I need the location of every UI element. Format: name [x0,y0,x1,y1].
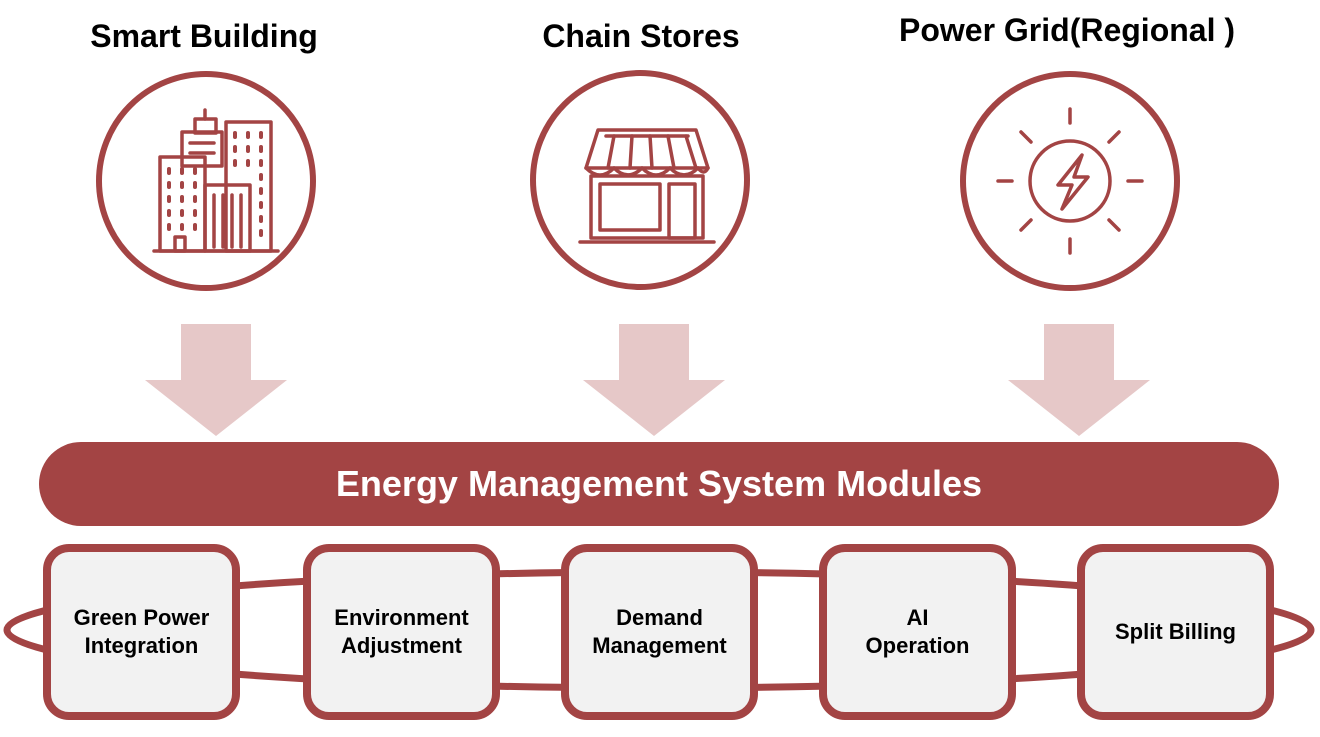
down-arrow-2 [583,324,725,436]
module-ai-operation: AI Operation [819,544,1016,720]
chain-stores-circle [530,70,750,290]
ems-modules-banner: Energy Management System Modules [39,442,1279,526]
module-label: AI Operation [865,605,970,658]
source-title-power-grid: Power Grid(Regional ) [898,12,1236,48]
down-arrow-3 [1008,324,1150,436]
smart-building-circle [96,71,316,291]
sun-lightning-icon [996,107,1144,255]
source-title-chain-stores: Chain Stores [542,18,740,54]
module-demand-management: Demand Management [561,544,758,720]
power-grid-circle [960,71,1180,291]
module-green-power-integration: Green Power Integration [43,544,240,720]
module-split-billing: Split Billing [1077,544,1274,720]
module-label: Split Billing [1115,619,1236,644]
banner-label: Energy Management System Modules [335,463,983,504]
module-label: Demand Management [592,605,727,658]
source-title-smart-building: Smart Building [90,18,318,54]
storefront-icon [578,128,716,244]
down-arrow-1 [145,324,287,436]
module-label: Environment Adjustment [334,605,469,658]
office-building-icon [152,108,280,253]
module-environment-adjustment: Environment Adjustment [303,544,500,720]
module-label: Green Power Integration [73,605,210,658]
